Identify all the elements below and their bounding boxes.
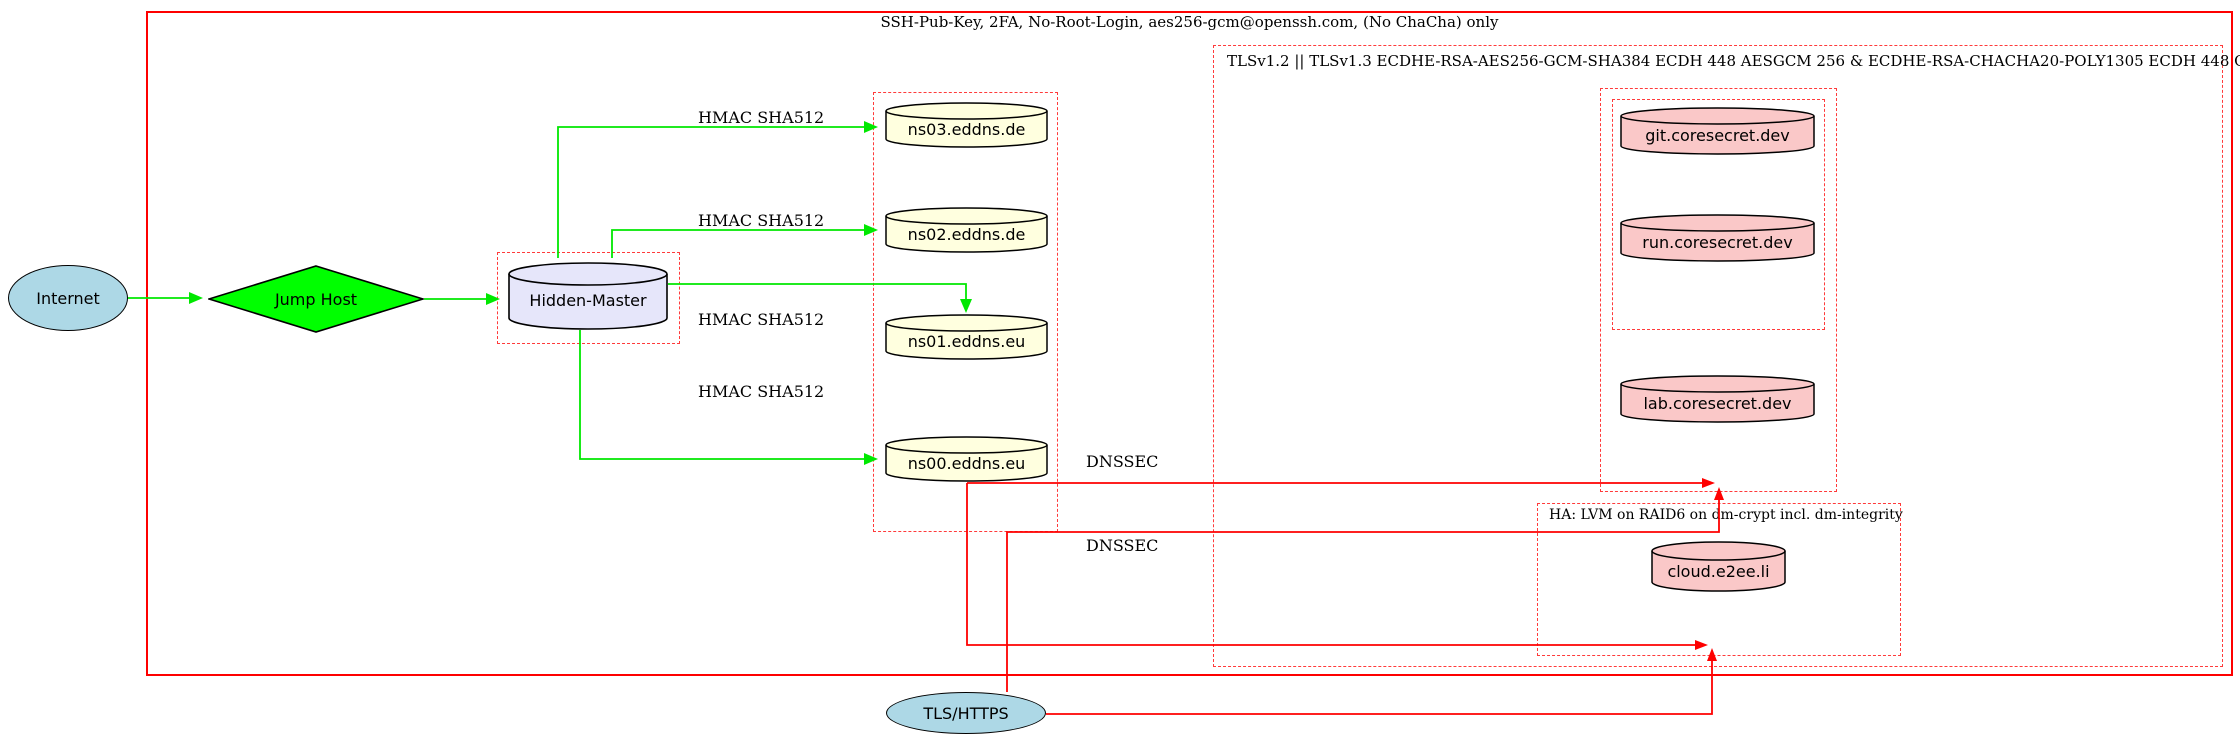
jump-host-diamond-shape — [208, 265, 424, 333]
arrowhead-ns00 — [864, 453, 878, 465]
node-tls-https-label: TLS/HTTPS — [923, 703, 1009, 723]
run-cylinder-shape — [1620, 214, 1815, 262]
coresecret-inner-cluster-box — [1612, 99, 1825, 330]
node-ns01: ns01.eddns.eu — [885, 314, 1048, 360]
edge-label-hmac-ns01: HMAC SHA512 — [698, 310, 825, 329]
ns01-cylinder-shape — [885, 314, 1048, 360]
edge-hiddenmaster-to-ns00 — [579, 330, 864, 460]
edge-label-dnssec-ha: DNSSEC — [1086, 536, 1159, 555]
lab-cylinder-shape — [1620, 375, 1815, 423]
node-ns02-label: ns02.eddns.de — [907, 225, 1026, 244]
node-ns02: ns02.eddns.de — [885, 207, 1048, 253]
ssh-hardening-cluster-label: SSH-Pub-Key, 2FA, No-Root-Login, aes256-… — [880, 13, 1499, 31]
node-ns00: ns00.eddns.eu — [885, 436, 1048, 482]
arrowhead-ha-right — [1695, 640, 1708, 650]
ns00-cylinder-shape — [885, 436, 1048, 482]
cloud-cylinder-shape — [1651, 541, 1786, 592]
edge-tlshttps-to-coresecret — [1006, 499, 1720, 692]
node-hidden-master-label: Hidden-Master — [529, 291, 647, 310]
node-cloud-e2ee: cloud.e2ee.li — [1651, 541, 1786, 592]
edge-tlshttps-to-ha — [1046, 660, 1713, 715]
hidden-master-cylinder-shape — [508, 262, 668, 330]
node-jump-host: Jump Host — [208, 265, 424, 333]
edge-hiddenmaster-to-ns01 — [668, 283, 967, 299]
node-ns03: ns03.eddns.de — [885, 102, 1048, 148]
node-lab-coresecret: lab.coresecret.dev — [1620, 375, 1815, 423]
edge-ns-to-ha-dnssec — [966, 483, 1696, 646]
arrowhead-hiddenmaster — [486, 293, 500, 305]
node-run-coresecret: run.coresecret.dev — [1620, 214, 1815, 262]
node-git-coresecret-label: git.coresecret.dev — [1645, 126, 1790, 145]
edge-label-hmac-ns02: HMAC SHA512 — [698, 211, 825, 230]
ns03-cylinder-shape — [885, 102, 1048, 148]
tls-cluster-box — [1213, 45, 2223, 667]
node-internet: Internet — [8, 265, 128, 331]
node-ns00-label: ns00.eddns.eu — [907, 454, 1026, 473]
arrowhead-coresecret-right — [1702, 478, 1715, 488]
node-ns01-label: ns01.eddns.eu — [907, 332, 1026, 351]
node-run-coresecret-label: run.coresecret.dev — [1642, 233, 1793, 252]
node-tls-https: TLS/HTTPS — [886, 692, 1046, 734]
ssh-hardening-cluster-box — [146, 11, 2233, 676]
edge-label-dnssec-coresecret: DNSSEC — [1086, 452, 1159, 471]
arrowhead-ns03 — [864, 121, 878, 133]
node-hidden-master: Hidden-Master — [508, 262, 668, 330]
arrowhead-ns01 — [960, 299, 972, 313]
edge-hiddenmaster-to-ns03 — [557, 126, 864, 258]
ns02-cylinder-shape — [885, 207, 1048, 253]
arrowhead-ha-up — [1707, 648, 1717, 661]
arrowhead-jumphost — [189, 292, 203, 304]
git-cylinder-shape — [1620, 107, 1815, 155]
node-git-coresecret: git.coresecret.dev — [1620, 107, 1815, 155]
arrowhead-ns02 — [864, 224, 878, 236]
ha-cluster-label: HA: LVM on RAID6 on dm-crypt incl. dm-in… — [1549, 507, 1903, 523]
node-lab-coresecret-label: lab.coresecret.dev — [1643, 394, 1792, 413]
node-jump-host-label: Jump Host — [274, 289, 358, 309]
edge-label-hmac-ns00: HMAC SHA512 — [698, 382, 825, 401]
node-internet-label: Internet — [36, 288, 100, 308]
node-ns03-label: ns03.eddns.de — [907, 120, 1026, 139]
tls-cluster-label: TLSv1.2 || TLSv1.3 ECDHE-RSA-AES256-GCM-… — [1227, 52, 2240, 70]
arrowhead-coresecret-up — [1714, 487, 1724, 500]
nameserver-cluster-box — [873, 92, 1058, 532]
edge-hiddenmaster-to-ns02 — [611, 229, 864, 258]
edge-label-hmac-ns03: HMAC SHA512 — [698, 108, 825, 127]
node-cloud-e2ee-label: cloud.e2ee.li — [1667, 561, 1770, 581]
